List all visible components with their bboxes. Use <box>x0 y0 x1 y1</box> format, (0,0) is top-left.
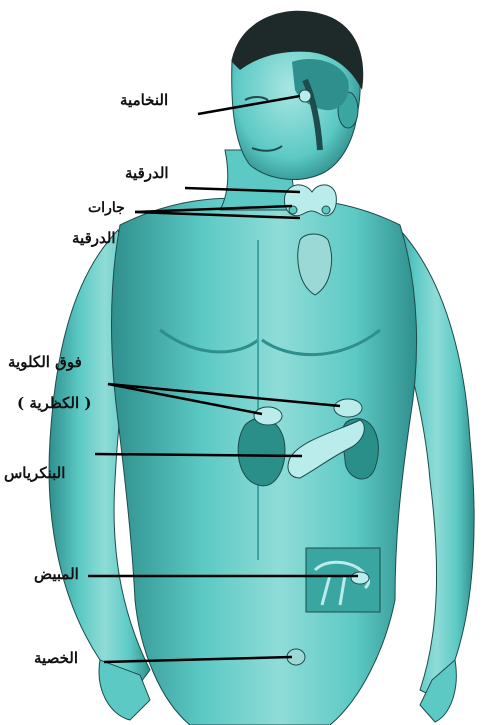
label-adrenal-line1: فوق الكلوية <box>8 354 82 371</box>
label-ovary: المبيض <box>34 566 79 583</box>
label-pituitary: النخامية <box>120 92 168 109</box>
parathyroid-gland <box>322 206 330 214</box>
label-testis: الخصية <box>34 650 78 667</box>
kidney-left <box>238 418 285 486</box>
adrenal-left <box>254 407 282 425</box>
head <box>232 11 364 180</box>
ovary <box>351 572 369 584</box>
label-adrenal-line2: ( الكظرية ) <box>17 395 91 412</box>
label-pancreas: البنكرياس <box>4 465 65 482</box>
label-thyroid: الدرقية <box>125 165 169 182</box>
adrenal-right <box>334 399 362 417</box>
pituitary-gland <box>299 90 311 102</box>
label-parathyroid-line1: جارات <box>88 200 125 216</box>
label-parathyroid-line2: الدرقية <box>72 230 116 247</box>
